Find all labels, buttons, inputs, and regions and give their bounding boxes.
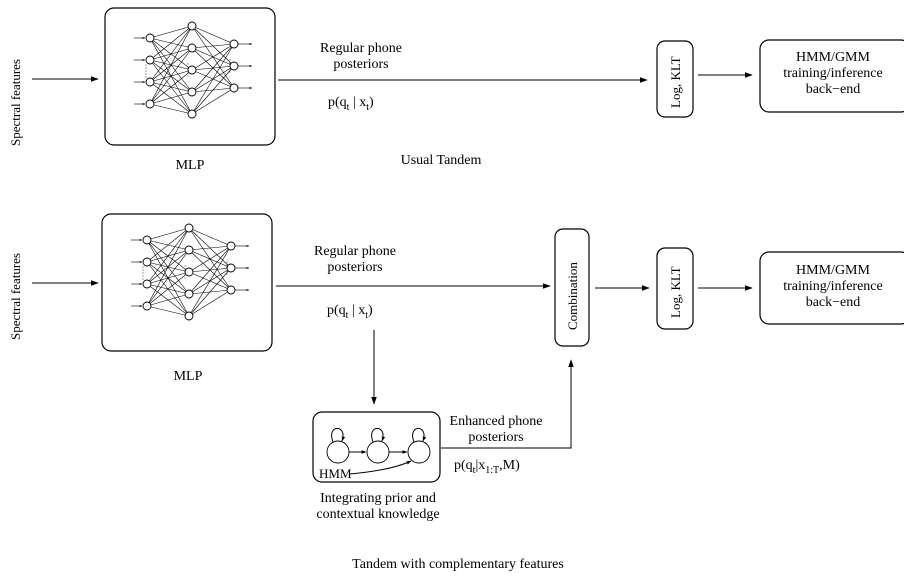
hmm-state-2 <box>366 440 390 464</box>
enhanced-posteriors-arrow <box>441 359 574 449</box>
backend-label-bottom-2: training/inference <box>783 279 883 294</box>
posterior-formula-top: p(qt | xt) <box>328 95 374 113</box>
mlp-neuron <box>145 77 155 87</box>
mlp-neuron <box>184 311 194 321</box>
usual-tandem-caption: Usual Tandem <box>401 153 482 168</box>
mlp-neuron <box>229 39 239 49</box>
mlp-neuron <box>226 263 236 273</box>
mlp-neuron <box>184 289 194 299</box>
hmm-gmm-backend-box-top <box>759 39 904 113</box>
mlp-network-top <box>134 21 253 119</box>
log-klt-box-top <box>656 40 694 118</box>
backend-label-top-3: back−end <box>806 82 861 97</box>
hmm-label: HMM <box>319 466 352 481</box>
backend-label-top-1: HMM/GMM <box>796 50 870 65</box>
mlp-neuron <box>145 33 155 43</box>
regular-posteriors-label-top-2: posteriors <box>333 57 388 72</box>
log-klt-label-top: Log, KLT <box>668 56 683 108</box>
mlp-neuron <box>184 223 194 233</box>
mlp-neuron <box>184 267 194 277</box>
hmm-state-graph <box>326 427 431 475</box>
enhanced-posteriors-label-2: posteriors <box>468 430 523 445</box>
regular-posteriors-label-bottom-2: posteriors <box>327 260 382 275</box>
mlp-neuron <box>187 109 197 119</box>
spectral-features-label-top: Spectral features <box>8 59 23 146</box>
mlp-neuron <box>142 301 152 311</box>
enhanced-formula: p(qt|x1:T,M) <box>454 458 520 476</box>
mlp-neuron <box>187 65 197 75</box>
mlp-neuron <box>142 279 152 289</box>
mlp-neuron <box>187 43 197 53</box>
combination-box <box>554 228 590 347</box>
complementary-tandem-section: Spectral features MLP Regular phone post… <box>8 213 904 572</box>
enhanced-posteriors-label-1: Enhanced phone <box>450 414 543 429</box>
hmm-caption-1: Integrating prior and <box>320 491 436 506</box>
hmm-caption-2: contextual knowledge <box>316 507 439 522</box>
spectral-features-label-bottom: Spectral features <box>8 253 23 340</box>
hmm-self-loop-2 <box>371 427 386 443</box>
hmm-state-1 <box>326 440 350 464</box>
posterior-formula-bottom: p(qt | xt) <box>327 303 373 321</box>
mlp-neuron <box>187 21 197 31</box>
mlp-box-bottom <box>101 213 273 352</box>
combination-label: Combination <box>565 262 580 330</box>
mlp-neuron <box>142 235 152 245</box>
log-klt-box-bottom <box>656 247 694 330</box>
mlp-neuron <box>184 245 194 255</box>
mlp-neuron <box>145 55 155 65</box>
hmm-gmm-backend-box-bottom <box>759 251 904 325</box>
mlp-neuron <box>226 241 236 251</box>
log-klt-label-bottom: Log, KLT <box>668 266 683 318</box>
hmm-skip-transition <box>349 460 412 475</box>
regular-posteriors-label-bottom: Regular phone <box>314 244 396 259</box>
hmm-state-3 <box>407 440 431 464</box>
mlp-neuron <box>229 61 239 71</box>
mlp-neuron <box>145 99 155 109</box>
backend-label-bottom-3: back−end <box>806 295 861 310</box>
regular-posteriors-label-top: Regular phone <box>320 41 402 56</box>
mlp-neuron <box>226 285 236 295</box>
complementary-tandem-caption: Tandem with complementary features <box>352 557 564 572</box>
mlp-neuron <box>229 83 239 93</box>
hmm-self-loop-3 <box>412 427 427 443</box>
mlp-neuron <box>142 257 152 267</box>
usual-tandem-section: Spectral features MLP Regular phone post… <box>8 7 904 173</box>
mlp-caption-top: MLP <box>176 158 205 173</box>
backend-label-top-2: training/inference <box>783 66 883 81</box>
mlp-caption-bottom: MLP <box>174 369 203 384</box>
mlp-neuron <box>187 87 197 97</box>
hmm-self-loop-1 <box>331 427 346 443</box>
backend-label-bottom-1: HMM/GMM <box>796 263 870 278</box>
mlp-network-bottom <box>131 223 250 321</box>
